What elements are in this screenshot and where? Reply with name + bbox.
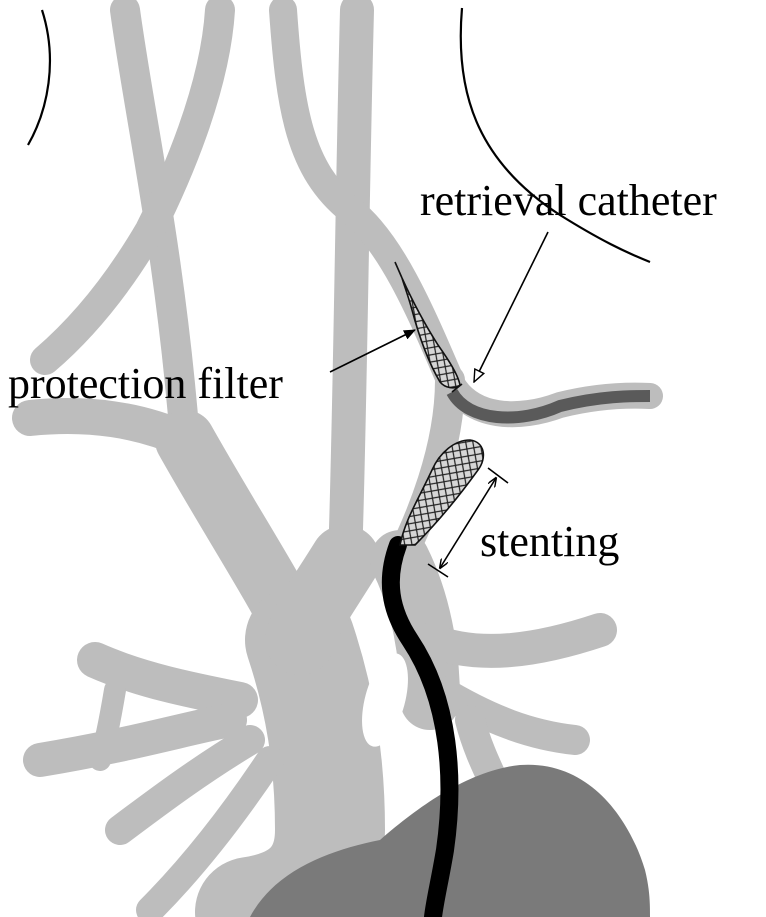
left-outline-curve (27, 9, 52, 146)
filter-wire (394, 261, 403, 279)
right-outline-curve (459, 7, 651, 264)
retrieval-catheter (446, 388, 651, 424)
protection-filter-arrow (329, 329, 416, 373)
stenting-bar-top (487, 467, 509, 484)
retrieval-catheter-tip (451, 383, 463, 393)
stenting-label: stenting (480, 517, 619, 566)
arch-opening (362, 653, 408, 747)
protection-filter (401, 277, 461, 389)
stenting-double-arrow (440, 478, 496, 568)
stenting-bar-bottom (427, 563, 449, 578)
retrieval-catheter-arrow (474, 231, 549, 382)
protection-filter-label: protection filter (8, 359, 283, 408)
guiding-catheter (381, 536, 459, 917)
retrieval-catheter-label: retrieval catheter (420, 176, 717, 225)
